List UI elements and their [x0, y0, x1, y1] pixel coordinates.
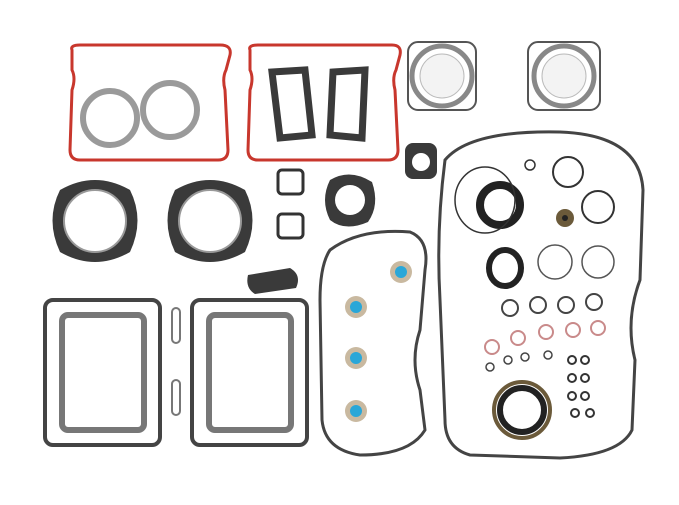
square-gasket-2 — [276, 212, 305, 240]
rocker-cover-gasket-right — [246, 43, 402, 162]
square-gasket-1 — [276, 168, 305, 196]
valve-seals — [345, 261, 412, 422]
rocker-base-gasket-left — [43, 298, 162, 447]
head-gasket-left — [52, 180, 138, 262]
o-rings — [454, 156, 615, 418]
tappet-gasket — [247, 268, 298, 294]
cam-cover-gasket — [437, 130, 645, 460]
cam-support-gasket — [318, 229, 428, 457]
rocker-base-gasket-right — [190, 298, 309, 447]
small-strip-gasket-1 — [171, 307, 181, 344]
breather-gasket — [405, 143, 437, 179]
small-strip-gasket-2 — [171, 379, 181, 416]
head-gasket-right — [167, 180, 253, 262]
rocker-cover-gasket-left — [68, 43, 232, 162]
cylinder-base-gasket-1 — [407, 41, 477, 111]
oil-seals — [476, 181, 574, 440]
pushrod-gasket — [325, 174, 376, 227]
cylinder-base-gasket-2 — [527, 41, 601, 111]
